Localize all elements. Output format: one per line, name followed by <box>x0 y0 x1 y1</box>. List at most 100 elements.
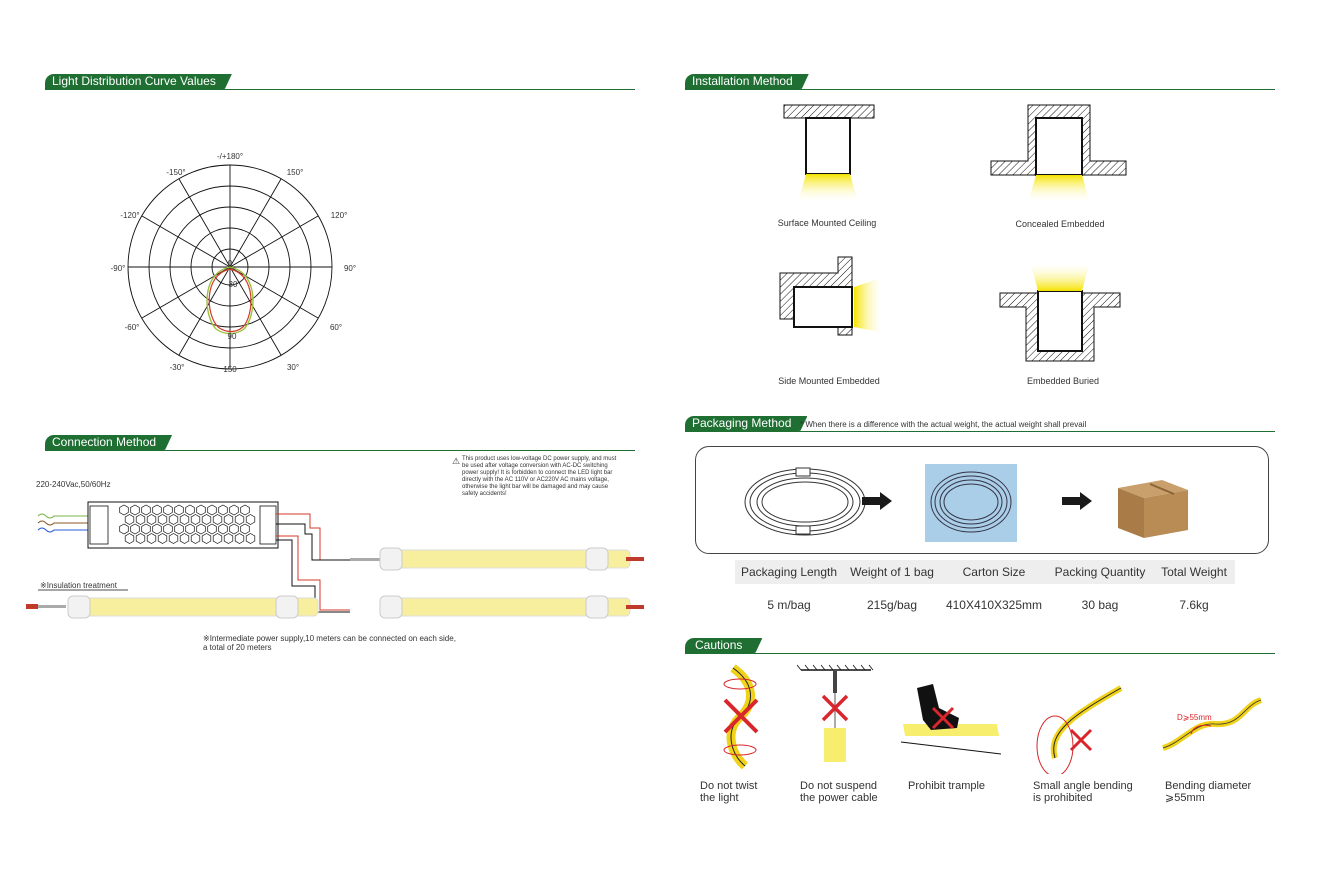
packaging-table: Packaging Length Weight of 1 bag Carton … <box>735 560 1235 612</box>
caption-line: is prohibited <box>1033 792 1093 804</box>
warning-block: ⚠ This product uses low-voltage DC power… <box>452 456 622 498</box>
vent-hole <box>207 504 217 516</box>
table-cell: 7.6kg <box>1179 598 1209 612</box>
packaging-header: Packaging Method <box>685 416 1275 432</box>
installation-label: Embedded Buried <box>1026 376 1100 386</box>
vent-hole <box>185 504 195 516</box>
vent-hole <box>146 533 157 544</box>
vent-hole <box>179 533 190 544</box>
polar-label: -90° <box>111 264 126 273</box>
vent-hole <box>141 504 151 516</box>
table-row: 5 m/bag 215g/bag 410X410X325mm 30 bag 7.… <box>735 584 1235 612</box>
vent-hole <box>130 523 140 535</box>
sharp-bend-icon <box>1036 685 1123 774</box>
vent-hole <box>130 504 140 516</box>
vent-hole <box>190 514 201 525</box>
vent-hole <box>229 504 239 516</box>
installation-label: Side Mounted Embedded <box>778 376 880 386</box>
vent-hole <box>119 523 129 535</box>
vent-hole <box>179 514 190 525</box>
vent-hole <box>245 514 256 525</box>
suspended-strip-icon <box>796 664 874 762</box>
vent-hole <box>163 523 173 535</box>
polar-label: 60° <box>330 323 342 332</box>
vent-hole <box>174 523 184 535</box>
bagged-coil-icon <box>930 471 1012 533</box>
voltage-label: 220-240Vac,50/60Hz <box>36 480 111 489</box>
bending-diameter-icon: D⩾55mm <box>1161 697 1263 751</box>
polar-label: 30° <box>287 363 299 372</box>
vent-hole <box>163 504 173 516</box>
surface-mounted-diagram <box>783 104 875 203</box>
vent-hole <box>152 523 162 535</box>
cautions-illustrations: D⩾55mm <box>723 664 1263 774</box>
vent-hole <box>124 533 135 544</box>
table-header: Weight of 1 bag <box>843 560 941 584</box>
side-mounted-diagram <box>779 256 884 336</box>
caption-line: ⩾55mm <box>1165 792 1205 804</box>
connection-note-line: a total of 20 meters <box>203 643 272 652</box>
vent-hole <box>157 533 168 544</box>
vent-hole <box>240 504 250 516</box>
vent-hole <box>146 514 157 525</box>
vent-hole <box>157 514 168 525</box>
prohibited-cross-icon <box>1069 728 1093 752</box>
vent-hole <box>141 523 151 535</box>
vent-hole <box>245 533 256 544</box>
vent-hole <box>135 514 146 525</box>
caution-caption: Prohibit trample <box>908 780 985 792</box>
connection-note: ※Intermediate power supply,10 meters can… <box>203 634 456 652</box>
vent-hole <box>174 504 184 516</box>
packaging-note: * When there is a difference with the ac… <box>800 420 1087 429</box>
trample-icon <box>900 684 1002 755</box>
installation-diagrams <box>779 104 1127 362</box>
connection-header: Connection Method <box>45 435 635 451</box>
installation-label: Surface Mounted Ceiling <box>777 218 877 228</box>
polar-label: -60° <box>125 323 140 332</box>
polar-distribution-diagram: -/+180° -150° -120° -90° -60° -30° 150° … <box>111 152 356 374</box>
vent-hole <box>185 523 195 535</box>
light-curve-header: Light Distribution Curve Values <box>45 74 635 90</box>
caution-caption: Do not twist the light <box>700 780 757 804</box>
caption-line: the light <box>700 792 739 804</box>
carton-box-icon <box>1118 480 1188 538</box>
vent-hole <box>190 533 201 544</box>
vent-hole <box>218 504 228 516</box>
caption-line: Small angle bending <box>1033 780 1133 792</box>
caution-caption: Do not suspend the power cable <box>800 780 878 804</box>
vent-hole <box>119 504 129 516</box>
table-header: Total Weight <box>1153 560 1235 584</box>
section-title: Installation Method <box>685 74 809 89</box>
coil-icon <box>744 467 866 536</box>
polar-label: 120° <box>331 211 348 220</box>
vent-hole <box>234 514 245 525</box>
diameter-tag: D⩾55mm <box>1177 713 1212 722</box>
table-cell: 30 bag <box>1081 598 1119 612</box>
vent-hole <box>196 504 206 516</box>
table-header: Packing Quantity <box>1047 560 1153 584</box>
polar-label: -120° <box>120 211 139 220</box>
radial-label: 30 <box>229 280 238 289</box>
vent-hole <box>135 533 146 544</box>
packaging-flow <box>744 464 1188 542</box>
caution-caption: Small angle bending is prohibited <box>1033 780 1133 804</box>
section-title: Connection Method <box>45 435 172 450</box>
radial-label: 0 <box>228 259 233 268</box>
polar-label: 90° <box>344 264 356 273</box>
table-cell: 215g/bag <box>866 598 918 612</box>
caption-line: Do not twist <box>700 780 758 792</box>
vent-hole <box>124 514 135 525</box>
vent-hole <box>196 523 206 535</box>
prohibited-cross-icon <box>723 698 759 734</box>
polar-label: -30° <box>170 363 185 372</box>
vent-hole <box>212 514 223 525</box>
connection-note-line: ※Intermediate power supply,10 meters can… <box>203 634 456 643</box>
radial-label: 150 <box>223 365 237 374</box>
vent-hole <box>201 514 212 525</box>
installation-header: Installation Method <box>685 74 1275 90</box>
embedded-buried-diagram <box>999 261 1121 362</box>
vent-hole <box>223 514 234 525</box>
arrow-right-icon <box>862 492 892 510</box>
prohibited-cross-icon <box>931 706 955 730</box>
table-header-row: Packaging Length Weight of 1 bag Carton … <box>735 560 1235 584</box>
